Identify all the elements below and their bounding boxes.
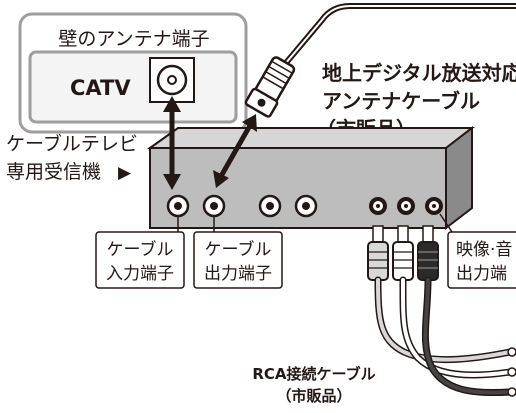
receiver-label-line2: 専用受信機 — [6, 161, 101, 183]
port-3 — [258, 194, 282, 218]
cable-output-label-line1: ケーブル — [205, 239, 272, 260]
rca-plug-black-icon — [417, 225, 439, 281]
rca-label-line2: （市販品） — [276, 387, 351, 405]
arrowhead-down-icon — [163, 174, 181, 190]
wall-panel-title-bg — [54, 26, 214, 50]
wall-panel-title: 壁のアンテナ端子 — [58, 28, 209, 50]
av-output-label-line1: 映像·音 — [456, 240, 512, 260]
antenna-cable — [244, 2, 516, 118]
av-output-ports — [369, 197, 443, 215]
cable-output-label-line2: 出力端子 — [204, 264, 272, 284]
cable-input-port — [166, 194, 190, 218]
receiver-top — [146, 127, 475, 149]
port-label-cable-output: ケーブル 出力端子 — [193, 216, 283, 289]
rca-label-line1: RCA接続ケーブル — [252, 365, 375, 383]
port-4 — [294, 194, 318, 218]
arrowhead-up-icon — [163, 96, 181, 112]
cable-input-label-line2: 入力端子 — [106, 264, 174, 284]
av-output-label-line2: 出力端 — [456, 264, 507, 284]
cable-tv-receiver — [146, 125, 475, 231]
receiver-label: ケーブルテレビ 専用受信機 ▶ — [6, 132, 138, 183]
rca-plug-red-icon — [367, 225, 389, 281]
arrowhead-diag-up-icon — [242, 114, 257, 132]
antenna-cable-label-line2: アンテナケーブル — [322, 89, 480, 113]
port-label-av-output: 映像·音 出力端 — [439, 213, 516, 289]
rca-cable-label: RCA接続ケーブル （市販品） — [252, 365, 375, 405]
arrowhead-diag-down-icon — [213, 170, 229, 188]
port-label-cable-input: ケーブル 入力端子 — [95, 216, 185, 289]
wall-panel-inner — [28, 50, 238, 124]
receiver-front — [149, 147, 447, 229]
connection-arrows — [163, 96, 257, 190]
catv-label: CATV — [70, 76, 131, 100]
cable-output-port — [202, 194, 226, 218]
wall-antenna-panel: 壁のアンテナ端子 CATV — [18, 12, 248, 134]
cable-input-label-line1: ケーブル — [107, 239, 174, 260]
rca-cable — [367, 225, 516, 397]
antenna-cable-label-line1: 地上デジタル放送対応 — [322, 61, 516, 85]
antenna-plug-icon — [244, 56, 296, 118]
rca-plug-white-icon — [392, 225, 414, 281]
receiver-label-line1: ケーブルテレビ — [6, 132, 138, 155]
receiver-pointer-icon: ▶ — [118, 163, 132, 183]
catv-socket-pin — [167, 75, 177, 85]
